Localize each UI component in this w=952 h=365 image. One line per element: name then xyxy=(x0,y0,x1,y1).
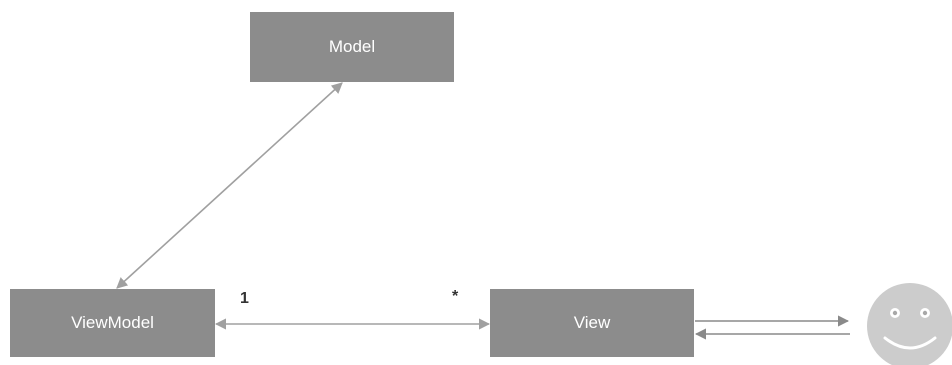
multiplicity-many-label: * xyxy=(452,288,459,305)
viewmodel-label: ViewModel xyxy=(71,313,154,332)
model-viewmodel-connector xyxy=(116,82,343,289)
view-box: View xyxy=(490,289,694,357)
view-label: View xyxy=(573,313,611,332)
multiplicity-one-label: 1 xyxy=(240,290,249,307)
model-label: Model xyxy=(328,37,376,56)
model-box: Model xyxy=(250,12,454,82)
viewmodel-box: ViewModel xyxy=(10,289,215,357)
smiley-face-icon xyxy=(867,283,952,365)
